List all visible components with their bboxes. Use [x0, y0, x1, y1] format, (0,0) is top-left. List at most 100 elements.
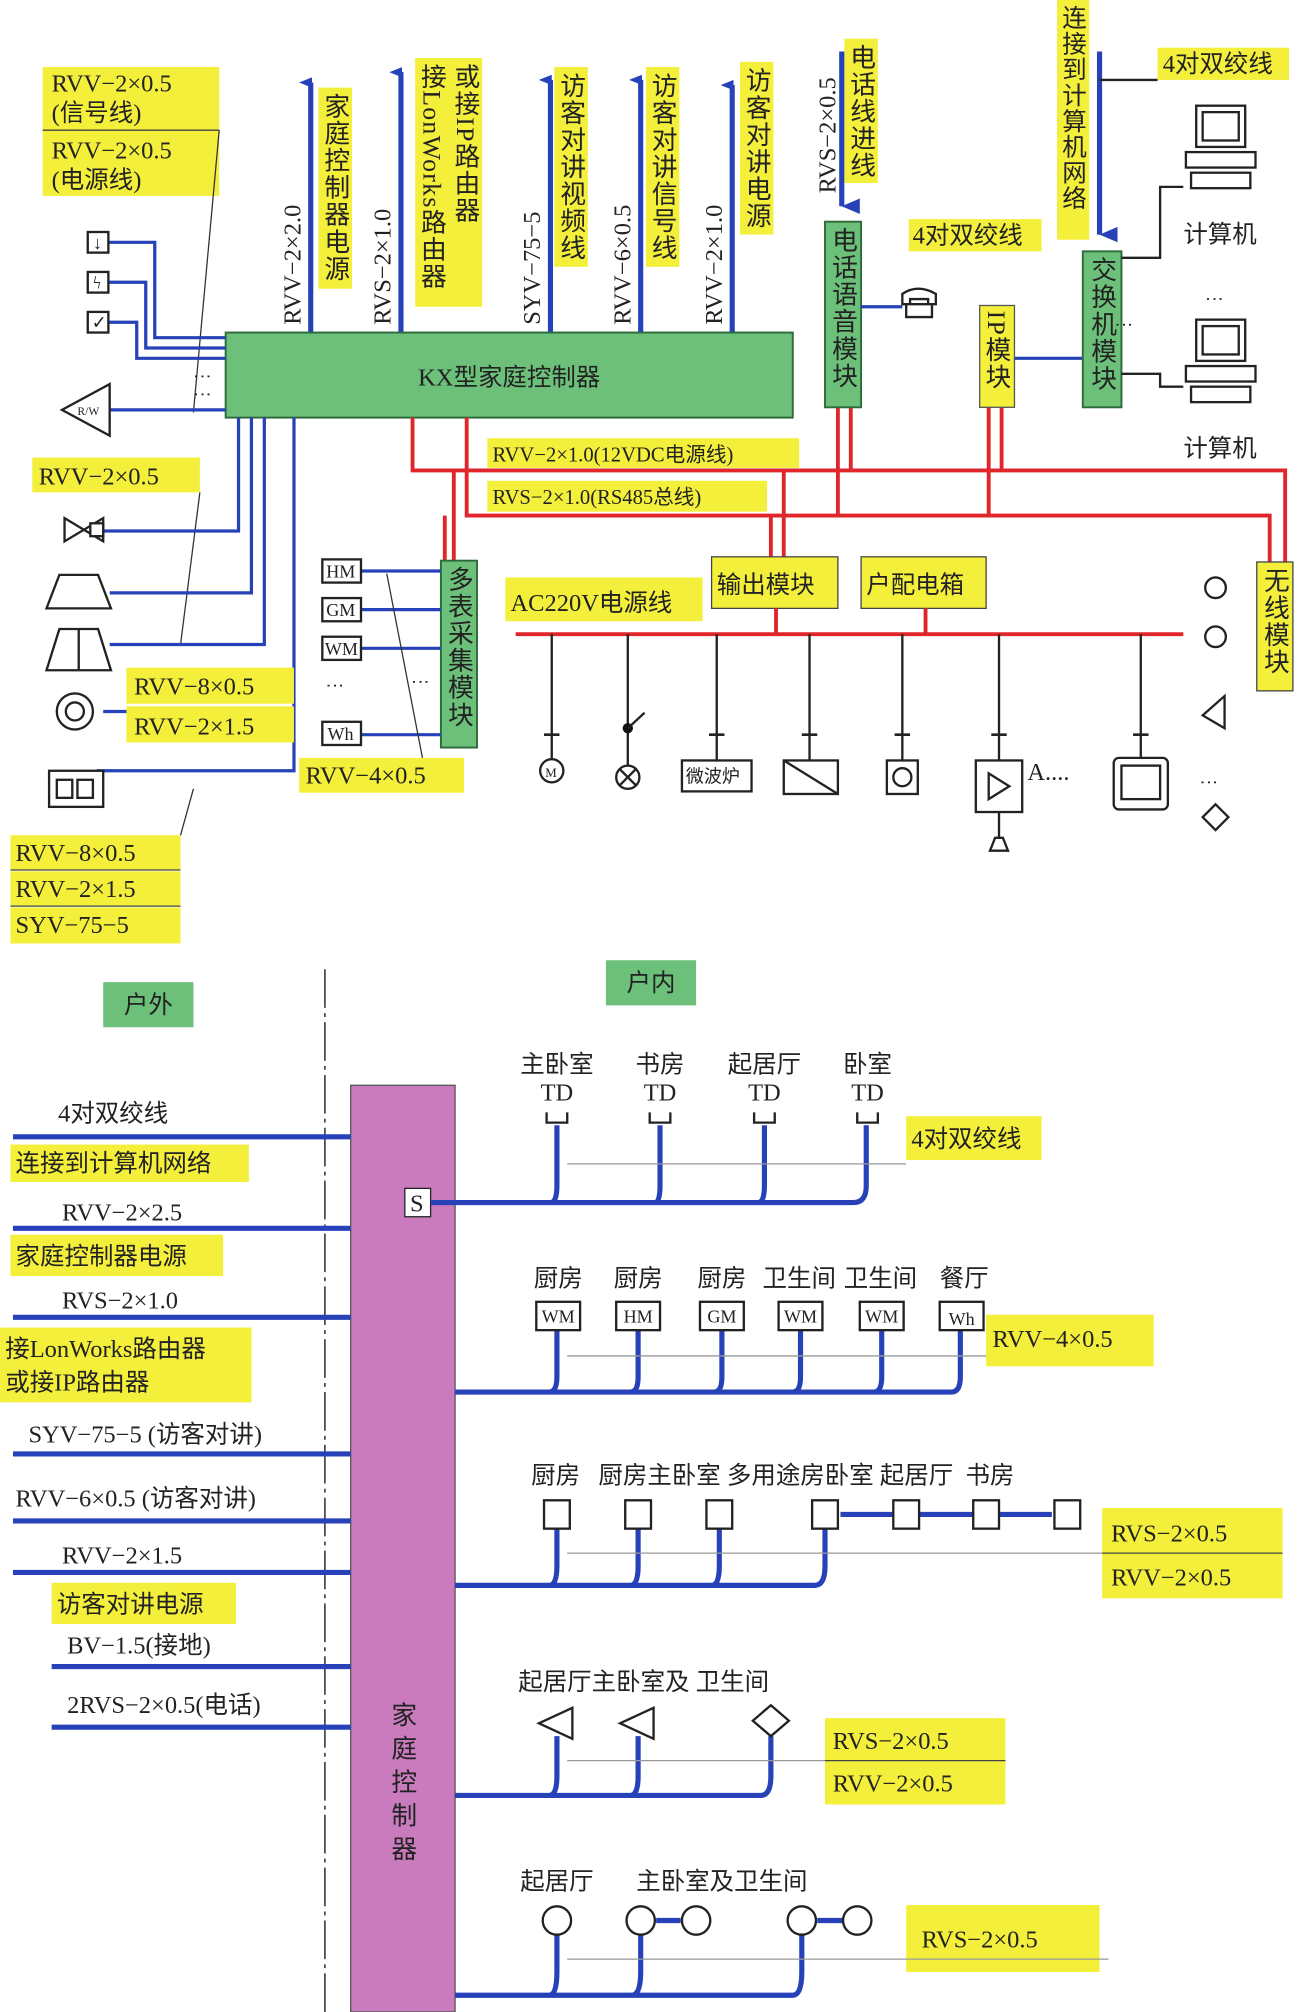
legend-line: (电源线): [52, 166, 142, 194]
cable-label: RVV−2×0.5: [1111, 1564, 1231, 1591]
bus-lines: [410, 407, 1288, 562]
cable-label: SYV−75−5 (访客对讲): [28, 1420, 262, 1448]
switch-symbol: S: [410, 1191, 424, 1218]
card-reader-icon: [59, 382, 111, 438]
svg-text:⋮: ⋮: [1199, 773, 1219, 791]
uplink-label: 或接IP路由器: [451, 63, 480, 224]
uplink-cable: RVV−2×1.0: [701, 205, 728, 325]
cable-label: RVV−2×1.5: [134, 714, 254, 741]
telephone-icon: [901, 287, 938, 319]
svg-text:⋮: ⋮: [1114, 316, 1134, 334]
meter-label: GM: [326, 600, 355, 620]
network-label: 连接到计算机网络: [1059, 5, 1086, 212]
home-controller: [224, 331, 794, 419]
meter-label: Wh: [949, 1309, 975, 1329]
row-av-outlets: 起居厅 主卧室及卫生间 RVS−2×0.5: [455, 1868, 1109, 1998]
home-controller-label: KX型家庭控制器: [418, 363, 600, 391]
svg-text:⋮: ⋮: [325, 677, 345, 695]
cable-label: RVV−4×0.5: [993, 1326, 1113, 1353]
room-label: 厨房: [614, 1264, 663, 1292]
room-labels: 厨房 厨房主卧室 多用途房卧室 起居厅 书房: [531, 1462, 1014, 1490]
cable-note: 访客对讲电源: [57, 1590, 204, 1618]
cable-label: SYV−75−5: [16, 912, 129, 939]
phone-voice-module-label: 电话语音模块: [829, 227, 858, 390]
uplinks: RVV−2×2.0 RVS−2×1.0 SYV−75−5 RVV−6×0.5 R…: [279, 58, 774, 333]
meter-label: Wh: [327, 724, 353, 744]
meter-label: WM: [865, 1306, 898, 1326]
amplifier-label: A....: [1027, 759, 1069, 786]
cable-label: RVV−2×2.5: [62, 1200, 182, 1227]
cable-label: RVS−2×1.0: [62, 1287, 178, 1314]
computer-icon: [1184, 104, 1257, 190]
audio-outlet-icon: [786, 1905, 818, 1936]
row-sensors: 厨房 厨房主卧室 多用途房卧室 起居厅 书房 RVS−2×0.5 RVV−2×0…: [455, 1462, 1283, 1599]
cable-label: RVV−8×0.5: [134, 674, 254, 701]
room-label: 起居厅: [728, 1050, 801, 1078]
svg-text:M: M: [545, 766, 557, 780]
row-meters: 厨房 厨房 厨房 卫生间 卫生间 餐厅 WM HM GM WM WM Wh RV…: [455, 1264, 1154, 1395]
room-label: 起居厅: [520, 1868, 593, 1896]
meter-label: HM: [326, 561, 355, 581]
smoke-sensor-icon: [810, 1499, 840, 1530]
legend-line: (信号线): [52, 99, 142, 127]
tv-outlet-icon: [680, 1905, 712, 1936]
phone-cable: RVS−2×0.5: [814, 77, 841, 193]
room-label: 卧室: [843, 1050, 892, 1078]
gas-sensor-icon: [624, 1499, 653, 1530]
svg-text:⋮⋮: ⋮⋮: [192, 367, 212, 403]
dc-bus-label: RVV−2×1.0(12VDC电源线): [492, 443, 733, 466]
legend-box: RVV−2×0.5 (信号线) RVV−2×0.5 (电源线): [42, 67, 220, 413]
controller-bottom-lines: [44, 417, 296, 809]
outdoor-label: 户外: [124, 991, 173, 1019]
meter-label: WM: [325, 639, 358, 659]
cable-label: RVV−2×0.5: [833, 1771, 953, 1798]
wireless-module: 无线模块: [1260, 567, 1289, 675]
wireless-devices: ⋮: [1199, 576, 1231, 832]
svg-text:ϟ: ϟ: [93, 273, 101, 293]
cable-label: BV−1.5(接地): [67, 1632, 211, 1660]
home-controller-panel-label: 家庭控制器: [388, 1701, 417, 1869]
uplink-cable: SYV−75−5: [519, 212, 546, 325]
room-label: 主卧室: [520, 1050, 593, 1078]
room-label: 书房: [636, 1050, 685, 1078]
cable-note: 或接IP路由器: [5, 1369, 149, 1397]
distribution-box: 户配电箱: [866, 571, 964, 599]
temperature-sensor-icon: [542, 1499, 571, 1530]
appliances: M 微波炉 A....: [538, 634, 1170, 852]
meter-label: GM: [707, 1306, 736, 1326]
switch-module: [1081, 250, 1123, 409]
left-sensors: ↓ ϟ ✓ R/W ⋮⋮: [59, 230, 226, 438]
gas-sensor-icon: [86, 310, 110, 334]
meter-label: WM: [542, 1306, 575, 1326]
indoor-label: 户内: [627, 969, 676, 997]
temperature-sensor-icon: [86, 230, 110, 254]
uplink-cable: RVV−2×2.0: [279, 205, 306, 325]
motor-icon: [538, 758, 565, 784]
ip-module: IP模块: [982, 311, 1011, 391]
svg-text:⋮: ⋮: [1204, 290, 1224, 308]
smoke-sensor-icon: [1053, 1499, 1082, 1530]
computer-icon: [1184, 318, 1257, 404]
twisted-pair-label: 4对双绞线: [1163, 50, 1273, 78]
meter-collection-module: [439, 559, 478, 749]
room-label: 卫生间: [763, 1264, 836, 1292]
cable-label: 2RVS−2×0.5(电话): [67, 1691, 261, 1719]
cable-label: 4对双绞线: [911, 1125, 1021, 1153]
svg-text:↓: ↓: [93, 233, 102, 253]
tv-outlet-icon: [625, 1905, 657, 1936]
ac-power-label: AC220V电源线: [511, 589, 673, 617]
indoor-tag: [605, 960, 697, 1006]
room-labels: 起居厅主卧室及 卫生间: [518, 1668, 769, 1696]
outlet-label: TD: [644, 1080, 677, 1107]
meters: HM GM WM ⋮ ⋮ Wh: [321, 558, 441, 774]
bottom-left-legend: RVV−8×0.5 RVV−2×1.5 SYV−75−5: [10, 788, 195, 944]
uplink-label: 接LonWorks路由器: [417, 63, 446, 290]
tv-outlet-icon: [541, 1905, 573, 1936]
row-remote-devices: 起居厅主卧室及 卫生间 RVS−2×0.5 RVV−2×0.5: [455, 1668, 1006, 1805]
smoke-sensor-icon: [705, 1499, 734, 1530]
output-module: 输出模块: [717, 571, 815, 599]
twisted-pair-label: 4对双绞线: [913, 222, 1023, 250]
svg-text:✓: ✓: [92, 313, 107, 333]
uplink-cable: RVV−6×0.5: [609, 205, 636, 325]
